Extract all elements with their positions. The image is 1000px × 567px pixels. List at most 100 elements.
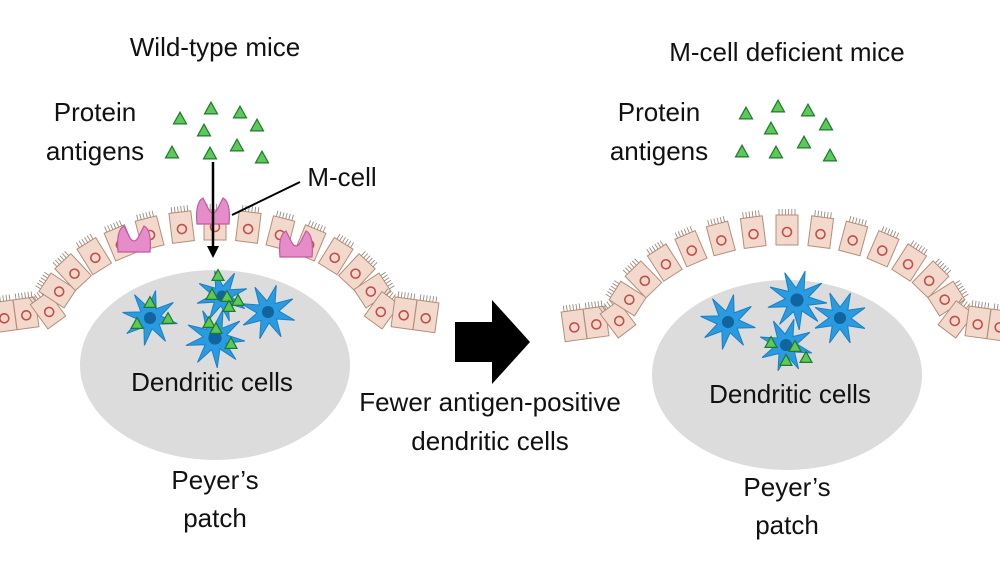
microvilli	[830, 212, 832, 219]
epithelial-cell-body	[560, 308, 588, 343]
microvilli	[915, 243, 920, 250]
epithelial-cell-body	[646, 243, 683, 282]
antigen-group	[164, 100, 270, 164]
epithelial-cell	[75, 233, 113, 276]
microvilli	[960, 299, 966, 305]
microvilli	[823, 211, 826, 218]
epithelial-nucleus	[0, 313, 10, 324]
antigen-triangle-icon	[203, 100, 219, 115]
microvilli	[956, 282, 962, 287]
microvilli	[719, 216, 723, 223]
epithelial-cell-body	[937, 300, 975, 339]
microvilli	[84, 237, 89, 243]
antigen-group	[734, 98, 838, 162]
microvilli	[631, 260, 637, 266]
microvilli	[36, 292, 41, 298]
microvilli	[389, 292, 394, 298]
microvilli	[316, 223, 320, 230]
epithelial-nucleus	[923, 275, 935, 287]
microvilli	[382, 274, 388, 279]
microvilli	[680, 229, 684, 236]
microvilli	[974, 300, 977, 307]
antigen-triangle-icon	[818, 116, 834, 131]
epithelial-cell-body	[363, 291, 401, 330]
microvilli	[716, 217, 719, 224]
microvilli	[173, 206, 176, 213]
antigen-triangle-icon	[798, 350, 814, 363]
right-patch-label-2: patch	[755, 510, 819, 540]
microvilli	[584, 302, 587, 309]
microvilli	[591, 301, 593, 308]
antigen-triangle-icon	[800, 102, 816, 117]
epithelial-cell-body	[235, 210, 262, 244]
microvilli	[139, 213, 142, 220]
microvilli	[912, 242, 917, 248]
microvilli	[848, 216, 852, 223]
microvilli	[429, 295, 431, 302]
microvilli	[344, 238, 349, 245]
microvilli	[177, 206, 179, 213]
dendritic-nucleus	[261, 305, 275, 319]
epithelial-nucleus	[939, 294, 950, 305]
microvilli	[104, 226, 108, 233]
epithelial-nucleus	[716, 235, 727, 246]
microvilli	[363, 253, 369, 259]
microvilli	[892, 231, 897, 238]
microvilli	[34, 294, 39, 300]
microvilli	[145, 212, 148, 219]
microvilli	[44, 271, 50, 276]
antigen-triangle-icon	[763, 120, 779, 135]
microvilli	[923, 249, 928, 255]
epithelial-cell-body	[390, 296, 418, 331]
microvilli	[587, 302, 590, 309]
microvilli	[110, 223, 114, 230]
microvilli	[386, 290, 391, 296]
antigen-triangle-icon	[160, 311, 176, 324]
antigen-triangle-icon	[763, 335, 779, 348]
microvilli	[61, 253, 67, 259]
antigen-triangle-icon	[796, 134, 812, 149]
microvilli	[981, 301, 983, 308]
microvilli	[59, 255, 65, 261]
microvilli	[148, 211, 151, 218]
epithelial-nucleus	[90, 252, 101, 264]
microvilli	[977, 301, 980, 308]
microvilli	[646, 249, 651, 255]
microvilli	[607, 291, 613, 295]
microvilli	[288, 213, 291, 220]
microvilli	[649, 247, 654, 253]
epithelial-cell	[0, 294, 18, 334]
result-line-1: Fewer antigen-positive	[359, 387, 621, 417]
microvilli	[322, 226, 326, 233]
microvilli	[605, 293, 611, 298]
left-antigen-label-2: antigens	[46, 136, 144, 166]
microvilli	[180, 205, 182, 213]
microvilli	[890, 229, 894, 236]
epithelial-nucleus	[847, 235, 858, 246]
epithelial-cell-body	[807, 215, 835, 249]
microvilli	[387, 282, 393, 287]
antigen-triangle-icon	[210, 268, 226, 281]
microvilli	[612, 282, 618, 287]
microvilli	[601, 305, 606, 311]
microvilli	[817, 210, 820, 217]
epithelial-cell-body	[891, 243, 928, 282]
microvilli	[285, 213, 288, 220]
microvilli	[254, 206, 257, 213]
antigen-triangle-icon	[129, 316, 145, 329]
epithelial-cell-body	[38, 272, 77, 309]
epithelial-cell	[891, 240, 928, 282]
epithelial-nucleus	[748, 228, 759, 240]
microvilli	[389, 285, 395, 290]
epithelial-nucleus	[398, 310, 410, 321]
epithelial-nucleus	[569, 322, 580, 333]
antigen-triangle-icon	[208, 321, 224, 334]
microvilli	[575, 303, 578, 310]
microvilli	[820, 211, 823, 218]
microvilli	[397, 291, 400, 298]
epithelial-nucleus	[972, 319, 983, 330]
microvilli	[622, 269, 628, 275]
uptake-arrow-head	[207, 246, 219, 258]
epithelial-nucleus	[53, 286, 65, 297]
